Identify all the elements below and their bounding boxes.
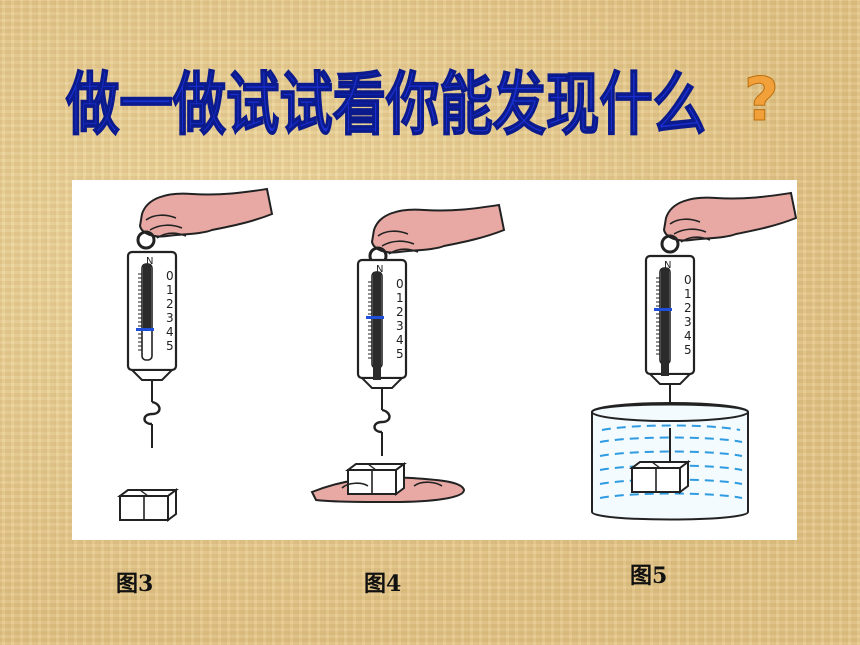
tick-label: 4: [684, 329, 692, 343]
tick-label: 1: [166, 283, 174, 297]
tick-label: 5: [684, 343, 692, 357]
tick-label: 2: [396, 305, 404, 319]
figure-3-caption: 图3: [116, 571, 154, 597]
slide-title: 做一做试试看你能发现什么 ?: [64, 65, 778, 146]
question-mark: ?: [744, 65, 778, 135]
tick-label: 5: [166, 339, 174, 353]
figure-5-caption: 图5: [630, 563, 668, 589]
figure-4-caption: 图4: [364, 571, 402, 597]
figure-5-drawing: N 0 1 2 3 4 5: [591, 191, 797, 521]
tick-label: 0: [396, 277, 404, 291]
illustration-panel: N 0 1 2 3 4 5 N 0 1: [72, 180, 797, 540]
scale-unit-label: N: [146, 256, 153, 267]
tick-label: 3: [684, 315, 692, 329]
title-text: 做一做试试看你能发现什么: [65, 66, 706, 145]
figure-4-drawing: N 0 1 2 3 4 5: [310, 203, 506, 504]
scale-unit-label: N: [664, 260, 671, 271]
spring-scale-illustrations: N 0 1 2 3 4 5 N 0 1: [119, 187, 797, 521]
tick-label: 5: [396, 347, 404, 361]
tick-label: 3: [166, 311, 174, 325]
indicator-mark: [136, 328, 154, 331]
tick-label: 4: [166, 325, 174, 339]
indicator-mark: [366, 316, 384, 319]
indicator-mark: [654, 308, 672, 311]
tick-label: 1: [684, 287, 692, 301]
tick-label: 2: [684, 301, 692, 315]
tick-label: 0: [684, 273, 692, 287]
tick-label: 4: [396, 333, 404, 347]
tick-label: 2: [166, 297, 174, 311]
scale-unit-label: N: [376, 264, 383, 275]
tick-label: 1: [396, 291, 404, 305]
tick-label: 0: [166, 269, 174, 283]
tick-label: 3: [396, 319, 404, 333]
figure-3-drawing: N 0 1 2 3 4 5: [119, 187, 274, 521]
